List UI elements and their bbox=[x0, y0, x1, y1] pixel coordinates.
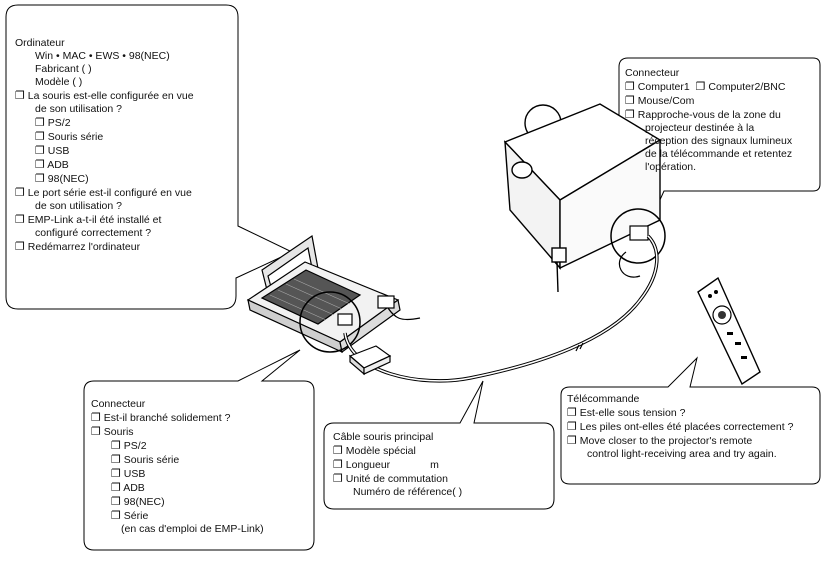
option-usb: USB bbox=[123, 468, 146, 480]
option-ps2: PS/2 bbox=[47, 117, 71, 129]
cable-callout-bubble bbox=[323, 380, 555, 510]
remote-callout-bubble bbox=[560, 356, 821, 485]
computer-checklist: Ordinateur Win • MAC • EWS • 98(NEC) Fab… bbox=[15, 37, 194, 254]
computer-maker-field: Fabricant ( ) bbox=[35, 63, 92, 75]
checkbox: ❐ bbox=[35, 158, 45, 171]
cable-checklist: Câble souris principal ❐ Modèle spécial … bbox=[333, 431, 462, 499]
checkbox: ❐ bbox=[567, 420, 577, 433]
remote-control-illustration bbox=[697, 276, 761, 386]
move-closer-tip-5: l'opération. bbox=[645, 161, 697, 173]
checkbox: ❐ bbox=[15, 89, 25, 102]
restart-computer-step: Redémarrez l'ordinateur bbox=[27, 241, 141, 253]
checkbox: ❐ bbox=[35, 172, 45, 185]
option-mouse-com: Mouse/Com bbox=[637, 95, 695, 107]
option-adb: ADB bbox=[47, 159, 69, 171]
checkbox: ❐ bbox=[15, 213, 25, 226]
checkbox: ❐ bbox=[91, 411, 101, 424]
emp-link-question-cont: configuré correctement ? bbox=[35, 227, 152, 239]
cable-title: Câble souris principal bbox=[333, 431, 434, 443]
emp-link-question: EMP-Link a-t-il été installé et bbox=[27, 214, 162, 226]
projector-connector-title: Connecteur bbox=[625, 67, 680, 79]
computer-callout-bubble bbox=[5, 4, 294, 310]
checkbox: ❐ bbox=[625, 80, 635, 93]
option-computer1: Computer1 bbox=[637, 81, 690, 93]
laptop-connector-checklist: Connecteur ❐ Est-il branché solidement ?… bbox=[91, 398, 264, 536]
checkbox: ❐ bbox=[35, 144, 45, 157]
firmly-connected-question: Est-il branché solidement ? bbox=[103, 412, 231, 424]
batteries-question: Les piles ont-elles été placées correcte… bbox=[579, 421, 794, 433]
computer-model-field: Modèle ( ) bbox=[35, 76, 83, 88]
reference-number-field: Numéro de référence( ) bbox=[353, 486, 463, 498]
option-computer2-bnc: Computer2/BNC bbox=[708, 81, 786, 93]
laptop-connector-callout-bubble bbox=[83, 349, 315, 551]
move-closer-tip-3: réception des signaux lumineux bbox=[645, 135, 793, 147]
checkbox: ❐ bbox=[35, 116, 45, 129]
checkbox: ❐ bbox=[111, 467, 121, 480]
checkbox: ❐ bbox=[35, 130, 45, 143]
length-label: Longueur bbox=[345, 459, 391, 471]
checkbox: ❐ bbox=[333, 458, 343, 471]
option-98nec: 98(NEC) bbox=[47, 173, 89, 185]
serial-port-question-cont: de son utilisation ? bbox=[35, 200, 122, 212]
remote-title: Télécommande bbox=[567, 393, 640, 405]
checkbox: ❐ bbox=[111, 495, 121, 508]
option-adb: ADB bbox=[123, 482, 145, 494]
mouse-config-question-cont: de son utilisation ? bbox=[35, 103, 122, 115]
option-serie: Série bbox=[123, 510, 149, 522]
computer-os-options: Win • MAC • EWS • 98(NEC) bbox=[35, 50, 170, 62]
checkbox: ❐ bbox=[111, 453, 121, 466]
checkbox: ❐ bbox=[111, 509, 121, 522]
move-closer-remote-tip: Move closer to the projector's remote bbox=[579, 435, 753, 447]
computer-title: Ordinateur bbox=[15, 37, 65, 49]
checkbox: ❐ bbox=[111, 439, 121, 452]
move-closer-tip-2: projecteur destinée à la bbox=[645, 122, 755, 134]
option-serial-mouse: Souris série bbox=[123, 454, 180, 466]
checkbox: ❐ bbox=[333, 472, 343, 485]
laptop-port-zoom-circle bbox=[299, 291, 361, 353]
option-special-model: Modèle spécial bbox=[345, 445, 416, 457]
projector-port-zoom-circle bbox=[610, 208, 666, 264]
mouse-option: Souris bbox=[103, 426, 134, 438]
option-switching-unit: Unité de commutation bbox=[345, 473, 448, 485]
projector-connector-checklist: Connecteur ❐ Computer1 ❐ Computer2/BNC ❐… bbox=[625, 67, 792, 174]
checkbox: ❐ bbox=[91, 425, 101, 438]
remote-checklist: Télécommande ❐ Est-elle sous tension ? ❐… bbox=[567, 393, 793, 461]
emp-link-note: (en cas d'emploi de EMP-Link) bbox=[121, 523, 264, 535]
checkbox: ❐ bbox=[625, 94, 635, 107]
serial-port-question: Le port série est-il configuré en vue bbox=[27, 187, 192, 199]
switching-unit bbox=[348, 345, 392, 376]
move-closer-tip: Rapproche-vous de la zone du bbox=[637, 109, 781, 121]
checkbox: ❐ bbox=[111, 481, 121, 494]
checkbox: ❐ bbox=[695, 80, 706, 93]
laptop-connector-title: Connecteur bbox=[91, 398, 146, 410]
option-usb: USB bbox=[47, 145, 70, 157]
checkbox: ❐ bbox=[567, 406, 577, 419]
powered-on-question: Est-elle sous tension ? bbox=[579, 407, 686, 419]
option-ps2: PS/2 bbox=[123, 440, 147, 452]
checkbox: ❐ bbox=[625, 108, 635, 121]
checkbox: ❐ bbox=[333, 444, 343, 457]
length-unit: m bbox=[430, 459, 439, 471]
checkbox: ❐ bbox=[15, 186, 25, 199]
move-closer-remote-tip-2: control light-receiving area and try aga… bbox=[587, 448, 777, 460]
option-98nec: 98(NEC) bbox=[123, 496, 165, 508]
mouse-config-question: La souris est-elle configurée en vue bbox=[27, 90, 194, 102]
checkbox: ❐ bbox=[15, 240, 25, 253]
move-closer-tip-4: de la télécommande et retentez bbox=[645, 148, 793, 160]
checkbox: ❐ bbox=[567, 434, 577, 447]
option-serial-mouse: Souris série bbox=[47, 131, 104, 143]
